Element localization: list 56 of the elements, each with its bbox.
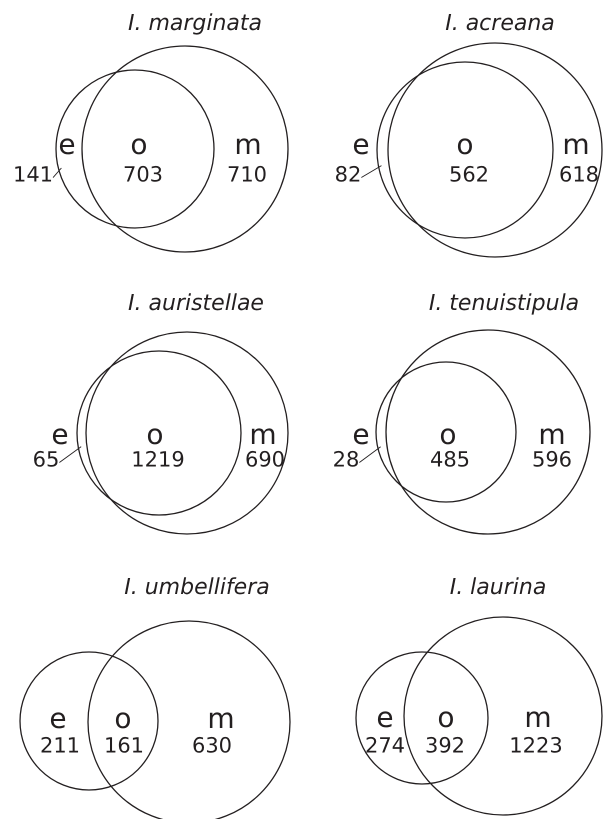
venn-circle bbox=[19, 651, 159, 791]
species-title: I. laurina bbox=[450, 577, 546, 599]
region-count: 141 bbox=[12, 164, 54, 186]
leader-line bbox=[52, 168, 62, 178]
species-title: I. auristellae bbox=[128, 293, 264, 315]
region-count: 703 bbox=[122, 164, 164, 186]
region-count: 82 bbox=[334, 164, 362, 186]
region-count: 274 bbox=[364, 736, 406, 756]
region-letter: m bbox=[524, 704, 552, 732]
region-letter: m bbox=[207, 705, 235, 733]
region-letter: m bbox=[234, 131, 262, 159]
venn-circle bbox=[375, 361, 517, 503]
venn-circle bbox=[387, 42, 603, 258]
region-letter: o bbox=[439, 421, 457, 449]
venn-circle bbox=[355, 651, 489, 785]
region-letter: o bbox=[114, 705, 132, 733]
region-count: 1219 bbox=[131, 450, 185, 470]
region-letter: e bbox=[352, 131, 370, 159]
region-count: 65 bbox=[32, 450, 60, 470]
venn-circle bbox=[55, 69, 215, 229]
species-title: I. marginata bbox=[128, 13, 262, 35]
region-count: 161 bbox=[104, 736, 144, 756]
region-count: 618 bbox=[558, 164, 600, 186]
region-letter: o bbox=[456, 131, 474, 159]
leader-line bbox=[58, 446, 82, 463]
region-count: 211 bbox=[40, 736, 80, 756]
leader-line bbox=[358, 446, 382, 463]
region-letter: e bbox=[352, 421, 370, 449]
venn-circle bbox=[376, 61, 554, 239]
region-count: 1223 bbox=[509, 736, 563, 756]
region-count: 596 bbox=[532, 450, 572, 470]
region-letter: o bbox=[437, 704, 455, 732]
species-title: I. tenuistipula bbox=[428, 293, 580, 315]
region-count: 28 bbox=[332, 450, 360, 470]
region-count: 710 bbox=[226, 164, 268, 186]
venn-circle bbox=[403, 616, 603, 816]
region-letter: e bbox=[376, 704, 394, 732]
species-title: I. acreana bbox=[445, 13, 555, 35]
region-count: 690 bbox=[244, 450, 286, 470]
region-letter: e bbox=[58, 131, 76, 159]
venn-circle bbox=[85, 331, 289, 535]
venn-circle bbox=[81, 45, 289, 253]
region-letter: m bbox=[562, 131, 590, 159]
region-letter: o bbox=[130, 131, 148, 159]
region-letter: e bbox=[51, 421, 69, 449]
region-letter: m bbox=[538, 421, 566, 449]
region-letter: m bbox=[249, 421, 277, 449]
region-letter: e bbox=[49, 705, 67, 733]
leader-line bbox=[360, 165, 382, 178]
region-count: 562 bbox=[448, 164, 490, 186]
region-count: 392 bbox=[424, 736, 466, 756]
region-letter: o bbox=[146, 421, 164, 449]
region-count: 630 bbox=[192, 736, 232, 756]
region-count: 485 bbox=[430, 450, 470, 470]
species-title: I. umbellifera bbox=[124, 577, 270, 599]
venn-circle bbox=[385, 329, 591, 535]
